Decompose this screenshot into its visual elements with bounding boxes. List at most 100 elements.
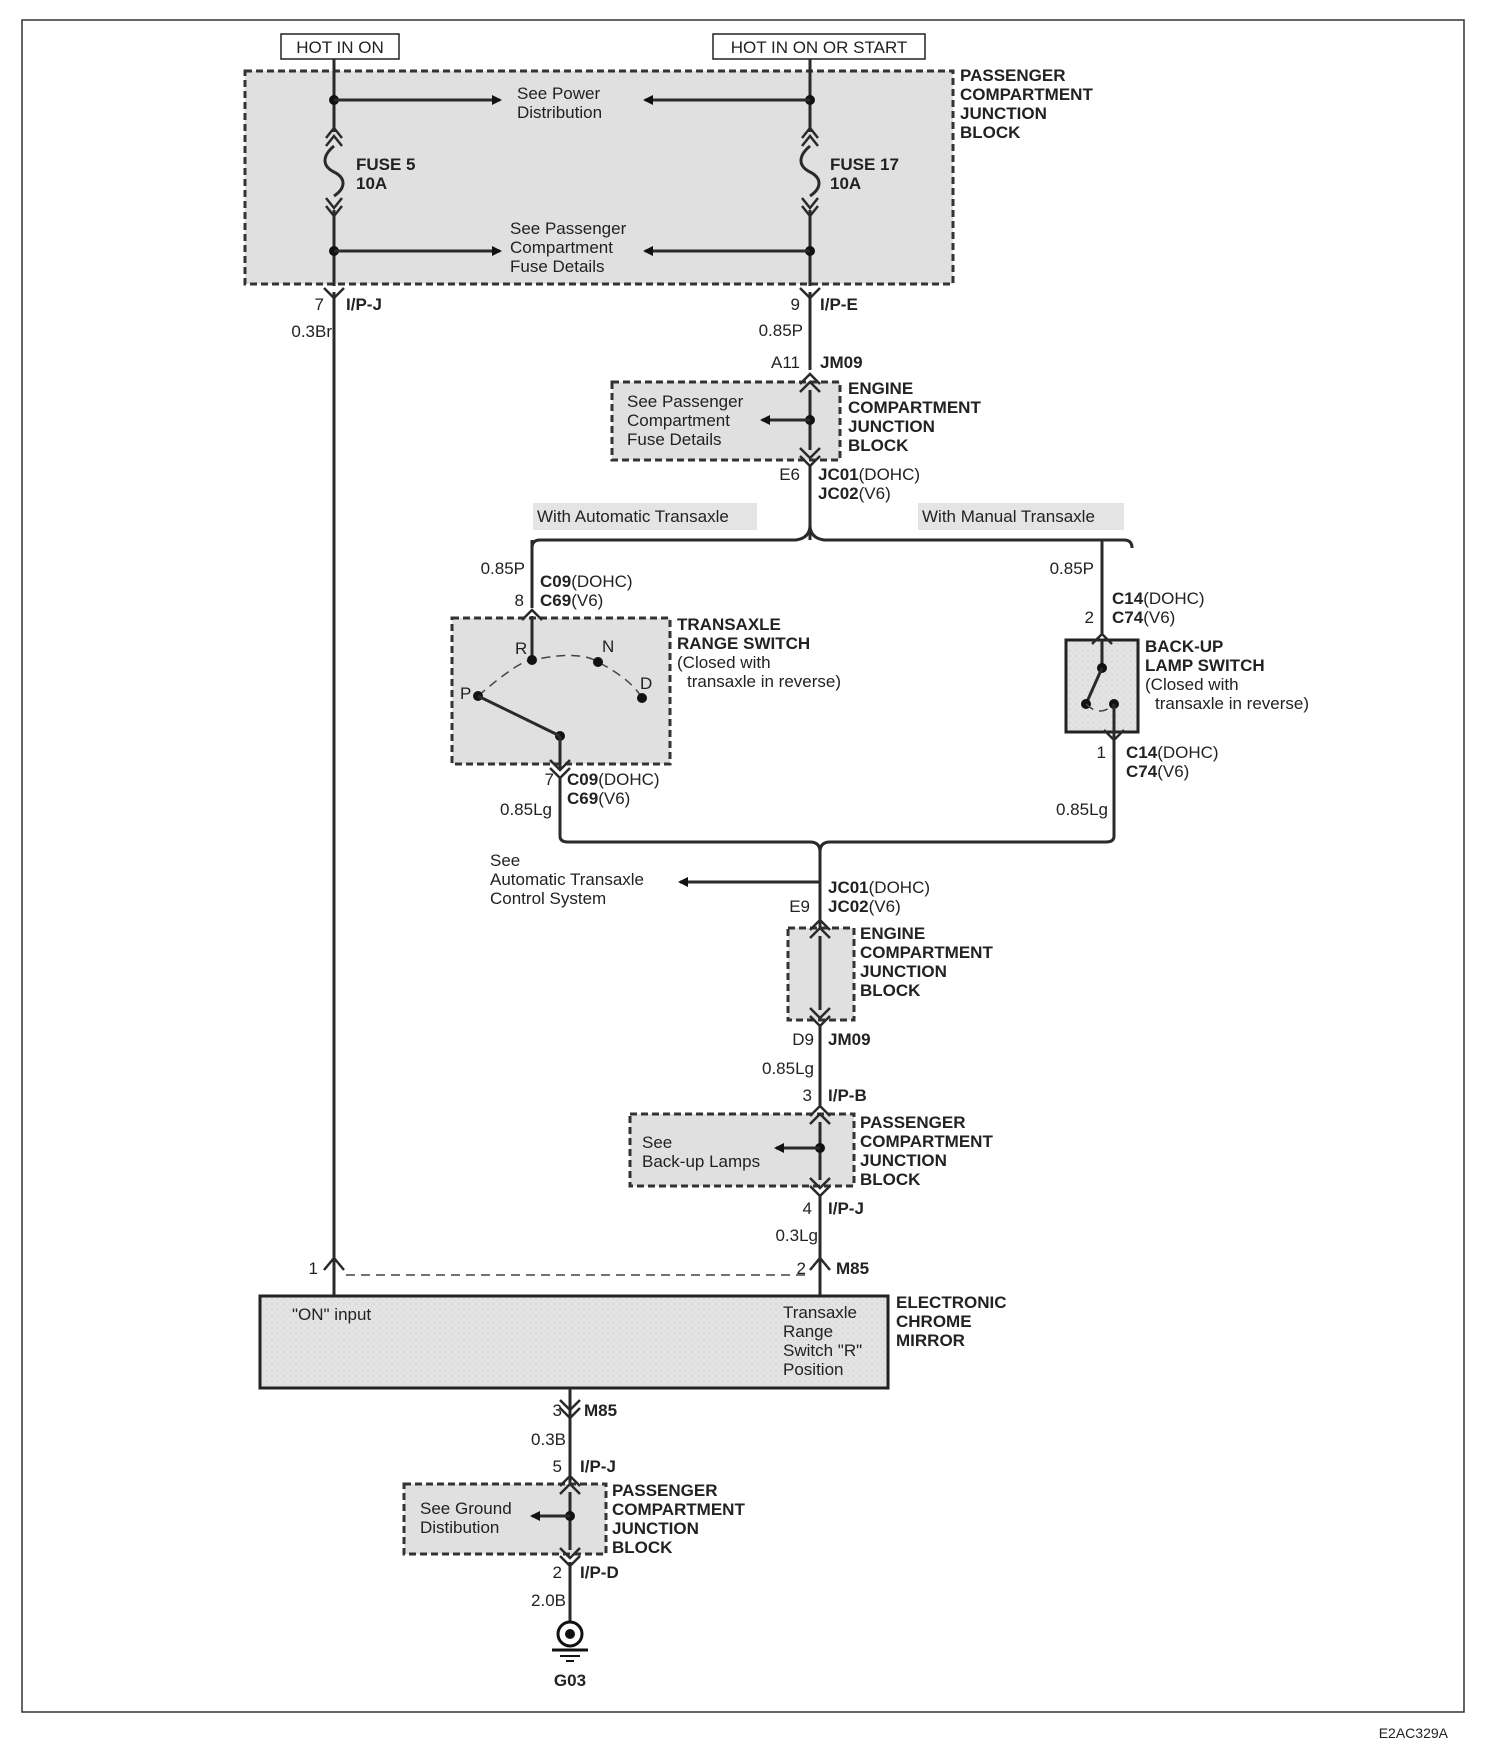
supply-left: HOT IN ON xyxy=(280,33,400,60)
svg-text:CHROME: CHROME xyxy=(896,1312,972,1331)
svg-text:Fuse Details: Fuse Details xyxy=(510,257,604,276)
svg-text:MIRROR: MIRROR xyxy=(896,1331,965,1350)
ecjb2-see: See Automatic Transaxle Control System xyxy=(490,851,644,908)
branch-split-top xyxy=(530,503,1134,549)
pcjb3-conn-in: I/P-J xyxy=(580,1457,616,1476)
backup-title: BACK-UP LAMP SWITCH (Closed with transax… xyxy=(1145,637,1309,713)
svg-text:JUNCTION: JUNCTION xyxy=(848,417,935,436)
mirror-ground-conn: M85 xyxy=(584,1401,617,1420)
pcjb2-conn-out: I/P-J xyxy=(828,1199,864,1218)
trs-conn-a: C09(DOHC) xyxy=(540,572,633,591)
svg-text:10A: 10A xyxy=(356,174,387,193)
ecjb2-pin-d9: D9 xyxy=(792,1030,814,1049)
right-wire-connector: I/P-E xyxy=(820,295,858,314)
svg-text:Automatic Transaxle: Automatic Transaxle xyxy=(490,870,644,889)
svg-text:BLOCK: BLOCK xyxy=(848,436,909,455)
ecjb2-wire-out: 0.85Lg xyxy=(762,1059,814,1078)
ecjb1-conn-b: JC02(V6) xyxy=(818,484,891,503)
ecjb2-circuit xyxy=(809,918,831,1108)
mirror-on-input: "ON" input xyxy=(292,1305,371,1324)
trs-wire-out-size: 0.85Lg xyxy=(500,800,552,819)
mirror-pin-2: 2 xyxy=(797,1259,806,1278)
ground-icon xyxy=(552,1620,588,1662)
pcjb2-see: See Back-up Lamps xyxy=(642,1133,760,1171)
svg-text:Switch "R": Switch "R" xyxy=(783,1341,862,1360)
svg-text:COMPARTMENT: COMPARTMENT xyxy=(612,1500,745,1519)
svg-text:transaxle in reverse): transaxle in reverse) xyxy=(1155,694,1309,713)
svg-text:BLOCK: BLOCK xyxy=(860,981,921,1000)
backup-wire-out-size: 0.85Lg xyxy=(1056,800,1108,819)
svg-text:Distribution: Distribution xyxy=(517,103,602,122)
ecjb2-conn-a: JC01(DOHC) xyxy=(828,878,930,897)
svg-text:RANGE SWITCH: RANGE SWITCH xyxy=(677,634,810,653)
pcjb3-pin-out: 2 xyxy=(553,1563,562,1582)
backup-circuit xyxy=(1081,632,1125,836)
mirror-box xyxy=(258,1294,890,1390)
ecjb1-pin-e6: E6 xyxy=(779,465,800,484)
pcjb3-circuit xyxy=(530,1474,581,1622)
backup-conn-a: C14(DOHC) xyxy=(1112,589,1205,608)
svg-text:JUNCTION: JUNCTION xyxy=(860,1151,947,1170)
svg-text:See: See xyxy=(490,851,520,870)
svg-text:See Passenger: See Passenger xyxy=(510,219,627,238)
svg-text:TRANSAXLE: TRANSAXLE xyxy=(677,615,781,634)
svg-text:BACK-UP: BACK-UP xyxy=(1145,637,1223,656)
backup-wire-in-size: 0.85P xyxy=(1050,559,1094,578)
fuse-17-circuit xyxy=(643,59,821,286)
svg-text:Control System: Control System xyxy=(490,889,606,908)
branch-auto-label: With Automatic Transaxle xyxy=(537,507,729,526)
svg-text:Distibution: Distibution xyxy=(420,1518,499,1537)
trs-pos-n: N xyxy=(602,637,614,656)
svg-text:Range: Range xyxy=(783,1322,833,1341)
svg-text:(Closed with: (Closed with xyxy=(1145,675,1239,694)
pcjb2-pin-in: 3 xyxy=(803,1086,812,1105)
svg-text:Compartment: Compartment xyxy=(627,411,730,430)
diagram-frame xyxy=(21,19,1465,1713)
svg-text:BLOCK: BLOCK xyxy=(860,1170,921,1189)
fuse-5-label: FUSE 5 10A xyxy=(356,155,416,193)
svg-text:See Passenger: See Passenger xyxy=(627,392,744,411)
see-fuse-details-top: See Passenger Compartment Fuse Details xyxy=(510,219,627,276)
mirror-pin-3: 3 xyxy=(553,1401,562,1420)
svg-text:COMPARTMENT: COMPARTMENT xyxy=(848,398,981,417)
pcjb2-title: PASSENGER COMPARTMENT JUNCTION BLOCK xyxy=(860,1113,993,1189)
fuse-17-label: FUSE 17 10A xyxy=(830,155,899,193)
pcjb3-title: PASSENGER COMPARTMENT JUNCTION BLOCK xyxy=(612,1481,745,1557)
svg-text:ELECTRONIC: ELECTRONIC xyxy=(896,1293,1007,1312)
branch-manual-label: With Manual Transaxle xyxy=(922,507,1095,526)
svg-text:JUNCTION: JUNCTION xyxy=(960,104,1047,123)
trs-pos-d: D xyxy=(640,674,652,693)
svg-text:COMPARTMENT: COMPARTMENT xyxy=(960,85,1093,104)
jm09-connector-top: JM09 xyxy=(820,353,863,372)
pcjb3-see: See Ground Distibution xyxy=(420,1499,512,1537)
trs-pin-out: 7 xyxy=(545,770,554,789)
see-power-distribution: See Power Distribution xyxy=(517,84,602,122)
ecjb2-title: ENGINE COMPARTMENT JUNCTION BLOCK xyxy=(860,924,993,1000)
svg-text:JUNCTION: JUNCTION xyxy=(612,1519,699,1538)
pcjb-top-title: PASSENGER COMPARTMENT JUNCTION BLOCK xyxy=(960,66,1093,142)
mirror-pin-1: 1 xyxy=(309,1259,318,1278)
svg-text:See Ground: See Ground xyxy=(420,1499,512,1518)
ecjb1-conn-a: JC01(DOHC) xyxy=(818,465,920,484)
mirror-connectors xyxy=(346,1256,831,1296)
backup-pin-in: 2 xyxy=(1085,608,1094,627)
pcjb3-pin-in: 5 xyxy=(553,1457,562,1476)
pcjb2-circuit xyxy=(774,1104,831,1262)
ecjb2-pin-e9: E9 xyxy=(789,897,810,916)
ground-label: G03 xyxy=(554,1671,586,1690)
fuse-5-circuit xyxy=(323,59,502,286)
ecjb2-conn-out: JM09 xyxy=(828,1030,871,1049)
right-wire-pin: 9 xyxy=(791,295,800,314)
trs-pos-r: R xyxy=(515,639,527,658)
svg-text:Fuse Details: Fuse Details xyxy=(627,430,721,449)
svg-text:See Power: See Power xyxy=(517,84,600,103)
trs-title: TRANSAXLE RANGE SWITCH (Closed with tran… xyxy=(677,615,841,691)
svg-text:BLOCK: BLOCK xyxy=(612,1538,673,1557)
svg-text:JUNCTION: JUNCTION xyxy=(860,962,947,981)
backup-pin-out: 1 xyxy=(1097,743,1106,762)
pcjb2-wire-out: 0.3Lg xyxy=(775,1226,818,1245)
svg-text:PASSENGER: PASSENGER xyxy=(860,1113,966,1132)
supply-right-label: HOT IN ON OR START xyxy=(731,38,908,57)
trs-conn-out-b: C69(V6) xyxy=(567,789,630,808)
